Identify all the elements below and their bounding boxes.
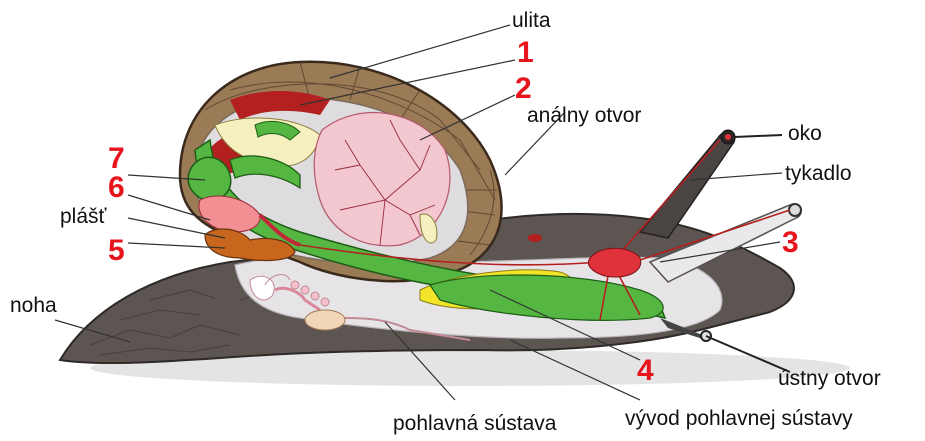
leader-ulita: [330, 25, 510, 78]
label-tykadlo: tykadlo: [785, 162, 852, 185]
label-oko: oko: [788, 122, 822, 145]
cerebral-ganglion: [588, 248, 640, 277]
label-plast: plášť: [60, 205, 108, 228]
number-3: 3: [782, 226, 799, 259]
number-6: 6: [108, 171, 125, 204]
lower-tentacle-tip: [789, 204, 801, 216]
label-noha: noha: [10, 294, 57, 317]
number-1: 1: [517, 36, 534, 69]
number-5: 5: [108, 234, 125, 267]
label-vyvod-pohlavnej-sustavy: vývod pohlavnej sústavy: [625, 407, 853, 430]
leader-oko: [735, 135, 782, 137]
anal-opening-mark: [528, 234, 542, 242]
eye-center: [725, 134, 731, 140]
label-analny-otvor: análny otvor: [527, 104, 641, 127]
label-ulita: ulita: [512, 9, 551, 32]
number-4: 4: [637, 354, 654, 387]
label-pohlavna-sustava: pohlavná sústava: [393, 412, 557, 435]
upper-tentacle: [640, 132, 735, 238]
label-ustny-otvor: ústny otvor: [778, 367, 881, 390]
number-7: 7: [108, 142, 125, 175]
number-2: 2: [515, 72, 532, 105]
